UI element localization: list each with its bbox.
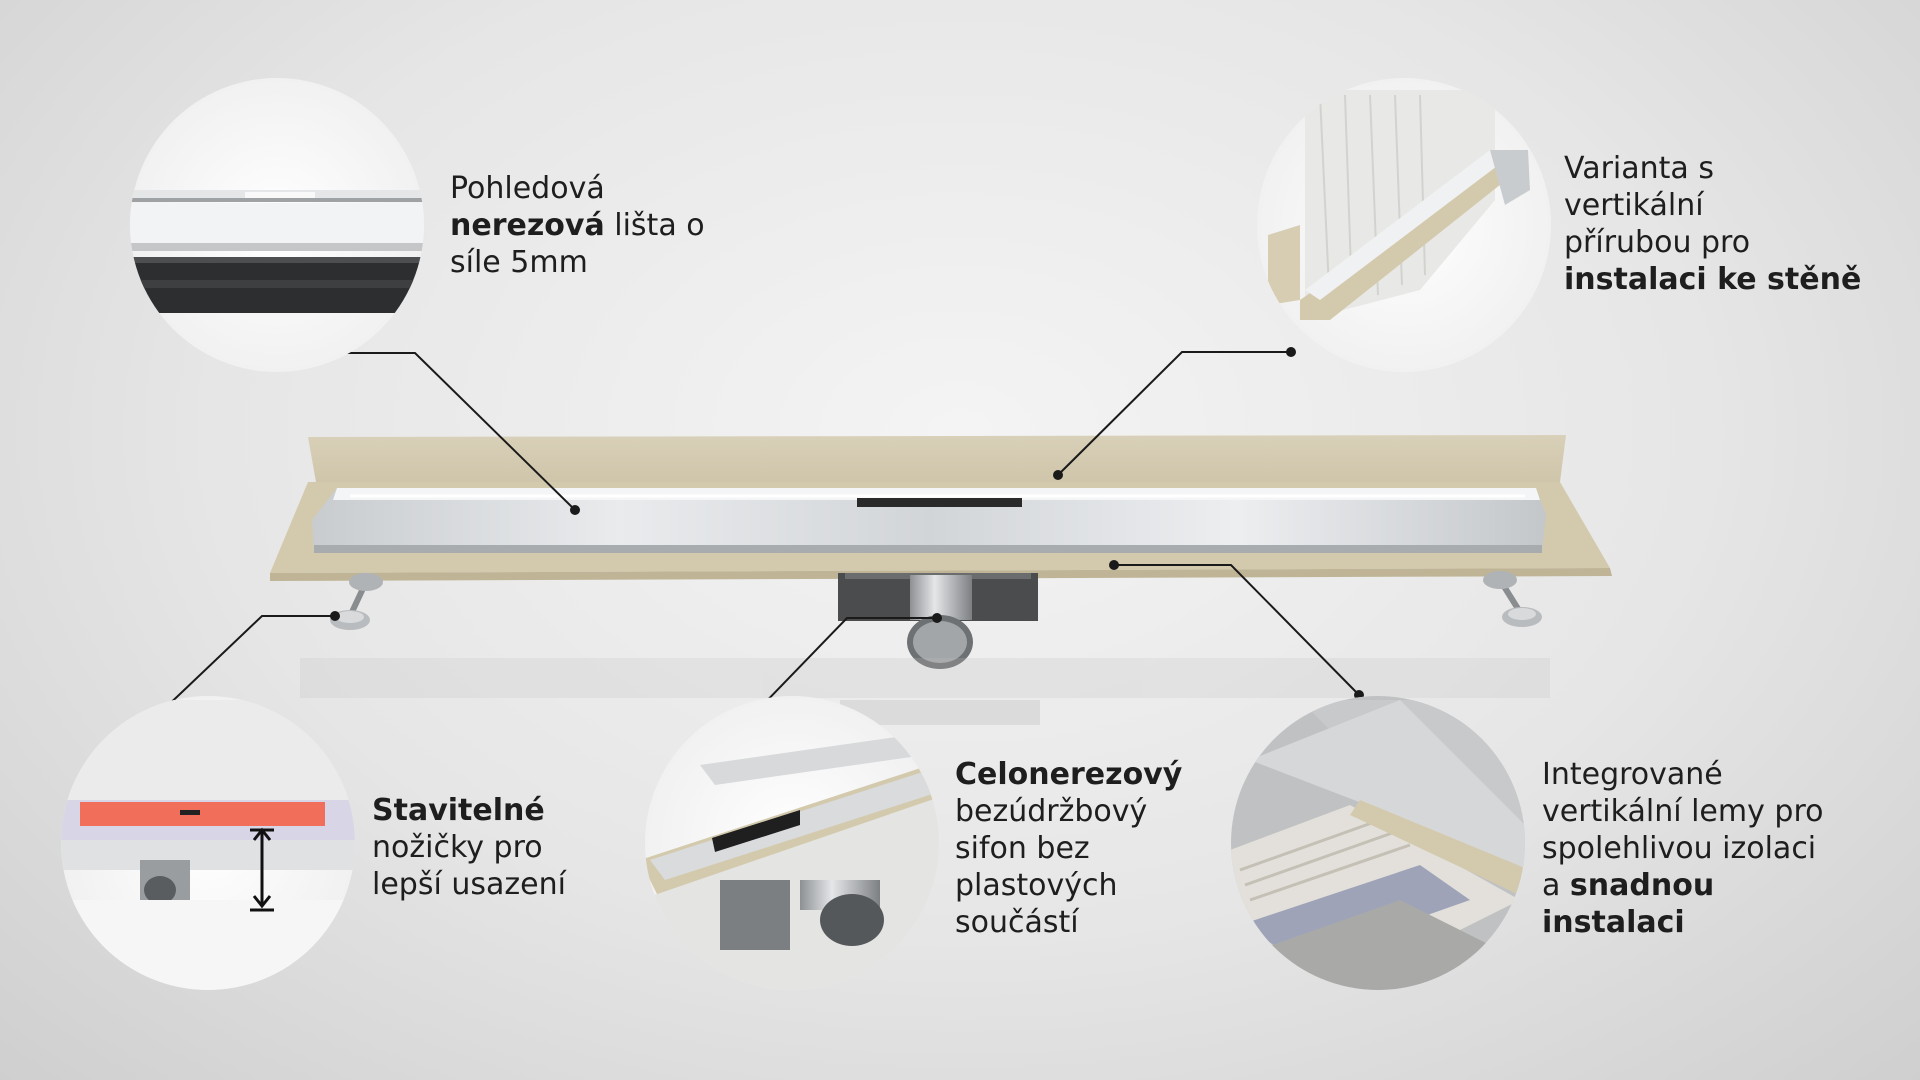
detail-circle-nozicky [61,696,355,990]
callout-sifon-line2: bezúdržbový [955,794,1148,829]
callout-nozicky-line3: lepší usazení [372,867,566,902]
height-adjust-arrow-icon [250,827,274,912]
callout-sifon: Celonerezový bezúdržbový sifon bez plast… [955,756,1182,941]
detail-circle-sifon [645,696,939,990]
callout-lemy-line2: vertikální lemy pro [1542,794,1824,829]
adjustable-foot-right [1483,571,1542,627]
callout-lemy: Integrované vertikální lemy pro spolehli… [1542,756,1823,941]
spirit-level [80,802,325,826]
callout-nozicky-bold: Stavitelné [372,793,545,828]
callout-lemy-bold-2: instalaci [1542,905,1685,940]
leader-lines [159,351,1360,714]
callout-stena-line2: vertikální [1564,188,1704,223]
detail-circle-stena [1257,78,1551,372]
adjustable-foot-left [330,573,383,630]
callout-stena-line1: Varianta s [1564,151,1714,186]
leader-line-lemy [1114,564,1360,696]
detail-circle-lista [130,78,424,372]
callout-stena-line3: přírubou pro [1564,225,1751,260]
callout-stena: Varianta s vertikální přírubou pro insta… [1564,150,1861,298]
callout-sifon-line3: sifon bez [955,831,1090,866]
callout-lemy-line4-pre: a [1542,868,1570,903]
callout-lemy-line3: spolehlivou izolaci [1542,831,1817,866]
callout-lemy-line4: a snadnou [1542,867,1823,904]
drain-grate-slot [857,498,1022,507]
callout-lista-line3: síle 5mm [450,245,588,280]
detail-circle-lemy [1231,696,1525,990]
callout-lemy-line5: instalaci [1542,904,1823,941]
callout-nozicky-line1: Stavitelné [372,792,566,829]
callout-stena-bold: instalaci ke stěně [1564,262,1862,297]
back-flange [308,435,1566,482]
drain-channel-body [312,488,1546,553]
callout-nozicky: Stavitelné nožičky pro lepší usazení [372,792,566,903]
callout-stena-line4: instalaci ke stěně [1564,261,1861,298]
callout-lista-bold: nerezová [450,208,605,243]
callout-lista-line1: Pohledová [450,171,605,206]
leader-line-stena [1057,351,1291,476]
callout-lista-line2: nerezová lišta o [450,207,705,244]
callout-lemy-bold: snadnou [1569,868,1715,903]
callout-lemy-line1: Integrované [1542,757,1723,792]
callout-lista-line2-rest: lišta o [604,208,705,243]
callout-nozicky-line2: nožičky pro [372,830,543,865]
leader-line-sifon [754,617,937,714]
leader-line-nozicky [159,615,335,714]
shower-drain-product [270,435,1612,725]
callout-sifon-bold: Celonerezový [955,757,1183,792]
callout-sifon-line5: součástí [955,905,1079,940]
callout-lista: Pohledová nerezová lišta o síle 5mm [450,170,705,281]
siphon-outlet [820,894,884,946]
callout-sifon-line4: plastových [955,868,1118,903]
callout-sifon-line1: Celonerezový [955,756,1182,793]
